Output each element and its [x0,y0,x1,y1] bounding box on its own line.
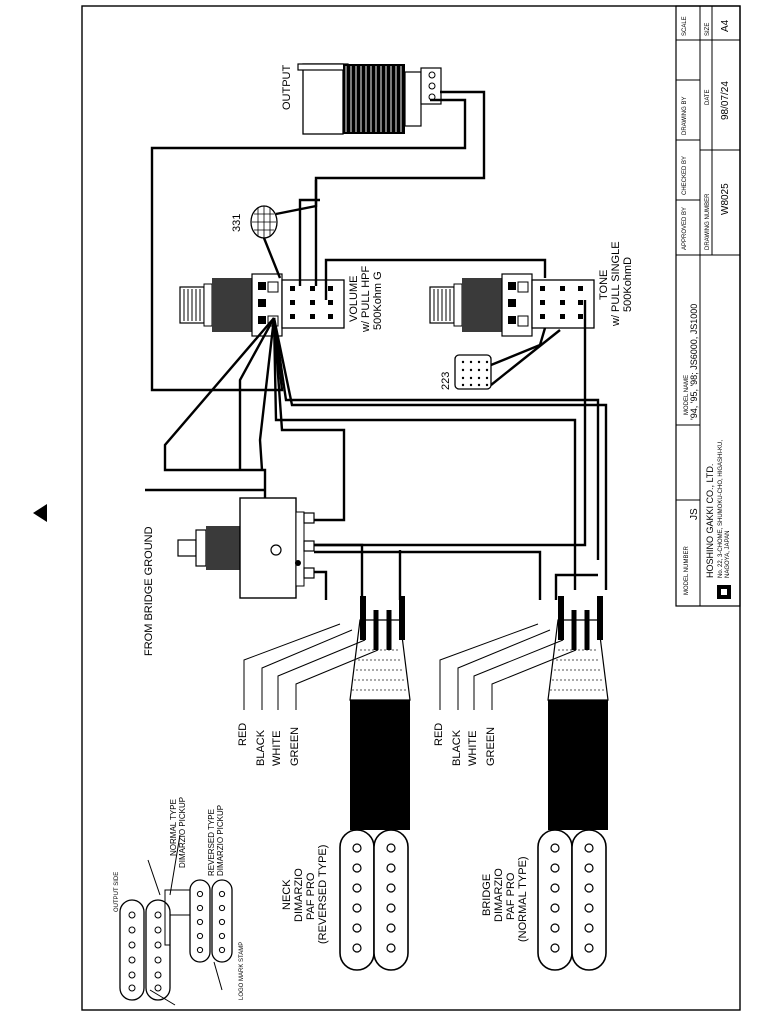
volume-label-1: VOLUME [348,276,360,322]
reversed-type-label-1: REVERSED TYPE [207,809,216,876]
normal-type-label-2: DIMARZIO PICKUP [178,797,187,868]
neck-label-1: NECK [281,879,293,910]
checked-by-label: CHECKED BY [682,156,688,195]
drawing-number-header: DRAWING NUMBER [705,193,711,250]
normal-type-label-1: NORMAL TYPE [169,799,178,856]
capacitor-223 [454,354,492,390]
bridge-wire-black: BLACK [451,729,463,766]
capacitor-331 [250,205,278,239]
neck-label-2: DIMARZIO [293,868,305,922]
orientation-arrow-icon [33,504,47,522]
output-jack [297,63,442,135]
neck-wire-white: WHITE [271,731,283,766]
model-number: JS [689,508,700,520]
tone-label-3: 500KohmD [622,257,634,312]
title-block: MODEL NUMBER JS MODEL NAME '94, '95, '98… [675,5,741,607]
neck-pickup-cable [243,596,411,830]
neck-wire-red: RED [237,723,249,746]
bridge-label-1: BRIDGE [481,874,493,916]
tone-pot [429,273,595,337]
output-side-label: OUTPUT SIDE [114,872,120,912]
approved-by-label: APPROVED BY [682,207,688,250]
capacitor-223-label: 223 [440,372,452,390]
bridge-wire-white: WHITE [467,731,479,766]
model-number-header: MODEL NUMBER [684,546,690,595]
pickup-selector-switch [177,497,315,599]
size-header: SIZE [705,23,711,36]
volume-label-3: 500Kohm G [372,271,384,330]
bridge-ground-label: FROM BRIDGE GROUND [143,526,155,656]
scale-header: SCALE [682,16,688,36]
company-name: HOSHINO GAKKI CO., LTD. [705,464,715,578]
tone-label-2: w/ PULL SINGLE [610,241,622,327]
neck-wire-green: GREEN [289,727,301,766]
model-name: '94, '95, '98; JS6000, JS1000 [689,304,699,420]
neck-humbucker [339,829,409,971]
bridge-wire-green: GREEN [485,727,497,766]
logo-mark-label: LOGO MARK STAMP [239,942,245,1000]
neck-wire-black: BLACK [255,729,267,766]
volume-pot [179,273,345,337]
bridge-label-3: PAF PRO [505,872,517,920]
capacitor-331-label: 331 [231,214,243,232]
drawing-by-label: DRAWING BY [682,97,688,135]
company-address-1: No. 22, 3-CHOME, SHUMOKU-CHO, HIGASHI-KU… [718,440,724,578]
model-name-header: MODEL NAME [684,375,690,415]
wiring [145,90,608,600]
size: A4 [720,19,731,32]
hoshino-logo-icon [717,585,731,599]
volume-label-2: w/ PULL HPF [360,265,372,333]
date: 98/07/24 [720,81,731,120]
tone-label-1: TONE [598,270,610,300]
neck-label-4: (REVERSED TYPE) [317,845,329,944]
neck-label-3: PAF PRO [305,872,317,920]
reversed-type-label-2: DIMARZIO PICKUP [216,805,225,876]
bridge-humbucker [537,829,607,971]
bridge-wire-red: RED [433,723,445,746]
bridge-label-2: DIMARZIO [493,868,505,922]
drawing-number: W8025 [720,183,731,215]
output-label: OUTPUT [281,65,293,111]
date-header: DATE [705,89,711,105]
pickup-orientation-inset [119,834,233,1006]
bridge-pickup-cable [439,596,609,830]
bridge-label-4: (NORMAL TYPE) [517,856,529,942]
company-address-2: NAGOYA, JAPAN [725,531,731,578]
